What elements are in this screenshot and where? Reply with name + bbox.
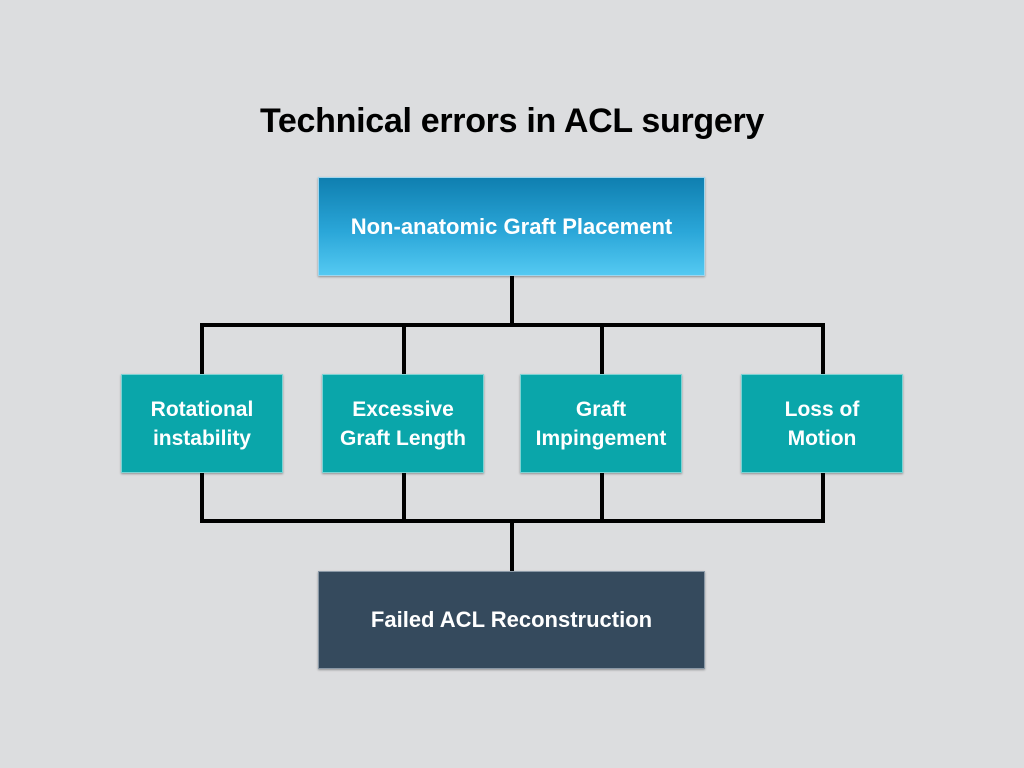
connector-rise-3: [600, 473, 604, 523]
connector-drop-3: [600, 323, 604, 375]
node-rotational-instability: Rotational instability: [121, 374, 283, 473]
connector-drop-4: [821, 323, 825, 375]
diagram-title: Technical errors in ACL surgery: [259, 102, 765, 140]
connector-rise-1: [200, 473, 204, 523]
node-label: Non-anatomic Graft Placement: [350, 213, 673, 239]
connector-top-horizontal: [200, 323, 825, 327]
connector-top-vertical: [510, 276, 514, 326]
node-label-line1: Rotational: [150, 397, 254, 421]
connector-rise-4: [821, 473, 825, 523]
node-label-line1: Excessive: [352, 397, 454, 421]
connector-bottom-vertical: [510, 519, 514, 571]
node-label-line2: instability: [152, 426, 251, 450]
node-failed-acl-reconstruction: Failed ACL Reconstruction: [318, 571, 705, 669]
connector-drop-2: [402, 323, 406, 375]
node-label: Failed ACL Reconstruction: [370, 607, 653, 632]
node-label-line2: Motion: [787, 426, 857, 450]
node-label-line2: Impingement: [535, 426, 667, 450]
connector-rise-2: [402, 473, 406, 523]
connector-drop-1: [200, 323, 204, 375]
node-label-line2: Graft Length: [340, 426, 466, 450]
node-label-line1: Graft: [575, 397, 627, 421]
node-label-line1: Loss of: [784, 397, 860, 421]
node-non-anatomic-graft-placement: Non-anatomic Graft Placement: [318, 177, 705, 276]
node-loss-of-motion: Loss of Motion: [741, 374, 903, 473]
